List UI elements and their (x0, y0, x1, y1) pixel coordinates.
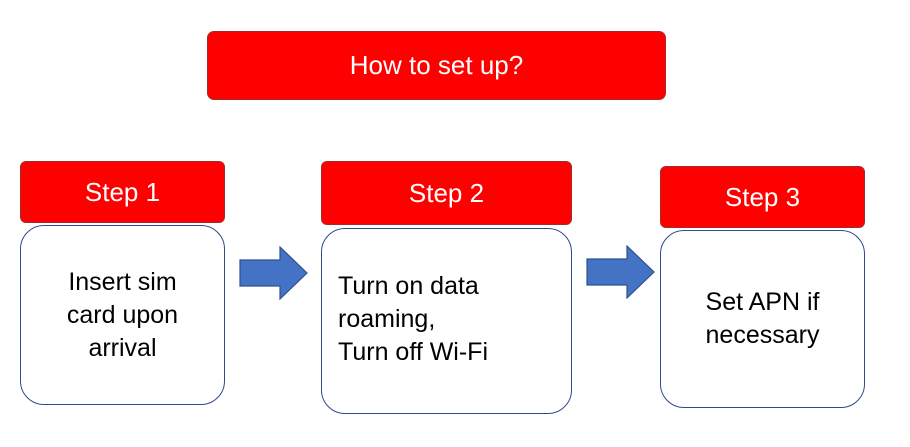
step-1-line-2: card upon (66, 300, 179, 329)
step-1-header-text: Step 1 (84, 176, 161, 207)
diagram-title-text: How to set up? (349, 50, 524, 80)
step-1-line-3: arrival (88, 333, 157, 362)
step-1-line-1: Insert sim (68, 267, 177, 296)
step-1-box: Insert sim card upon arrival (20, 225, 225, 405)
step-3-line-1: Set APN if (705, 288, 820, 316)
step-3-box: Set APN if necessary (660, 230, 865, 408)
step-3-line-2: necessary (705, 321, 820, 349)
step-2-line-3: Turn off Wi-Fi (338, 337, 489, 366)
step-2-header: Step 2 (321, 161, 572, 225)
step-2-line-2: roaming, (338, 304, 436, 333)
step-3-header: Step 3 (660, 166, 865, 228)
diagram-title: How to set up? (207, 31, 666, 100)
step-1-header: Step 1 (20, 161, 225, 223)
step-2-header-text: Step 2 (408, 177, 485, 208)
right-arrow-icon (586, 245, 655, 299)
step-2-box: Turn on data roaming, Turn off Wi-Fi (321, 228, 572, 414)
right-arrow-icon (239, 246, 308, 300)
step-3-header-text: Step 3 (724, 181, 801, 212)
step-2-line-1: Turn on data (338, 271, 479, 300)
